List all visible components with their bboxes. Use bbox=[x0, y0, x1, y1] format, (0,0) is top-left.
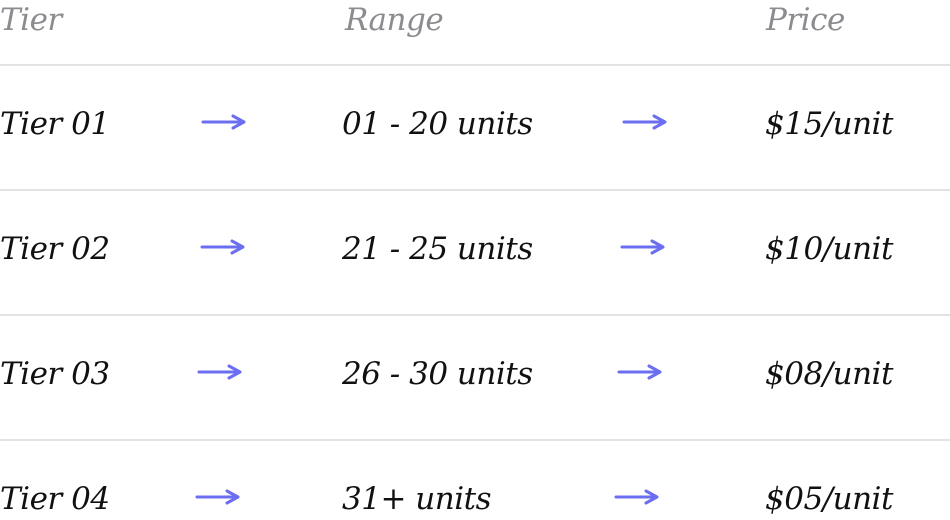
tier-label: Tier 04 bbox=[0, 481, 110, 517]
header-price: Price bbox=[766, 2, 845, 38]
arrow-right-icon bbox=[617, 362, 663, 382]
table-row: Tier 03 26 - 30 units $08/unit bbox=[0, 316, 950, 441]
arrow-right-icon bbox=[200, 237, 246, 257]
table-row: Tier 02 21 - 25 units $10/unit bbox=[0, 191, 950, 316]
table-header: Tier Range Price bbox=[0, 0, 950, 66]
tier-label: Tier 02 bbox=[0, 231, 110, 267]
price-value: $10/unit bbox=[765, 231, 893, 267]
range-value: 21 - 25 units bbox=[342, 231, 533, 267]
tier-label: Tier 03 bbox=[0, 356, 110, 392]
arrow-right-icon bbox=[197, 362, 243, 382]
table-row: Tier 01 01 - 20 units $15/unit bbox=[0, 66, 950, 191]
header-tier: Tier bbox=[0, 2, 62, 38]
tier-label: Tier 01 bbox=[0, 106, 110, 142]
price-value: $08/unit bbox=[765, 356, 893, 392]
arrow-right-icon bbox=[620, 237, 666, 257]
table-row: Tier 04 31+ units $05/unit bbox=[0, 441, 950, 520]
arrow-right-icon bbox=[614, 487, 660, 507]
range-value: 01 - 20 units bbox=[342, 106, 533, 142]
range-value: 26 - 30 units bbox=[342, 356, 533, 392]
arrow-right-icon bbox=[201, 112, 247, 132]
range-value: 31+ units bbox=[342, 481, 492, 517]
price-value: $05/unit bbox=[765, 481, 893, 517]
arrow-right-icon bbox=[195, 487, 241, 507]
arrow-right-icon bbox=[622, 112, 668, 132]
price-value: $15/unit bbox=[765, 106, 893, 142]
header-range: Range bbox=[345, 2, 444, 38]
